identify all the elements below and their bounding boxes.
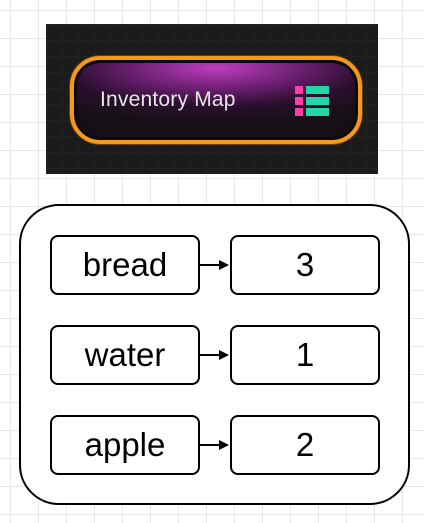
key-to-value-arrow [200, 260, 229, 270]
map-value-bread: 3 [230, 235, 380, 295]
map-key-apple: apple [50, 415, 200, 475]
map-value-apple: 2 [230, 415, 380, 475]
key-to-value-arrow [200, 440, 229, 450]
map-value-water: 1 [230, 325, 380, 385]
map-key-water: water [50, 325, 200, 385]
map-container: bread 3 water 1 apple 2 [19, 204, 410, 505]
blueprint-node-panel: Inventory Map [46, 24, 378, 174]
node-label: Inventory Map [100, 88, 236, 111]
map-key-bread: bread [50, 235, 200, 295]
inventory-map-node[interactable]: Inventory Map [70, 56, 362, 144]
key-to-value-arrow [200, 350, 229, 360]
map-icon [295, 86, 329, 116]
